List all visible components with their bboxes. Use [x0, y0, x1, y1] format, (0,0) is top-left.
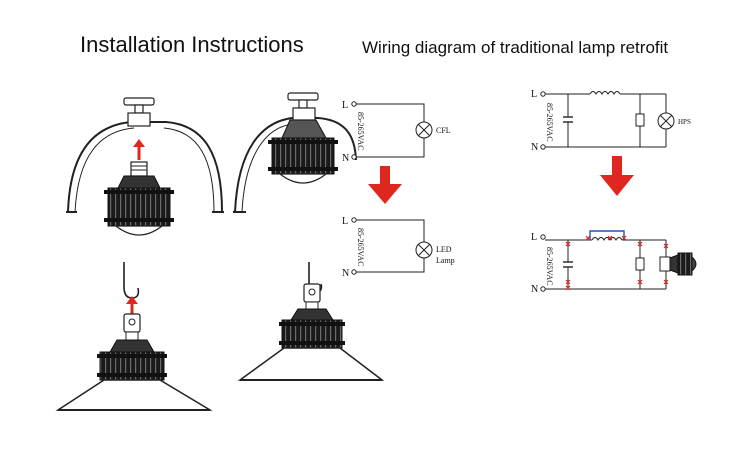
led-bulb-icon	[659, 252, 697, 276]
circuit-led: L N LED Lamp 85-265VAC	[342, 216, 455, 279]
voltage-label: 85-265VAC	[545, 103, 554, 142]
terminal-label-n: N	[531, 142, 538, 153]
terminal-label-l: L	[531, 232, 537, 243]
lamp-icon	[415, 121, 433, 139]
bypass-wire	[589, 230, 625, 240]
arrow-down-icon	[368, 166, 402, 204]
terminal-label-n: N	[531, 284, 538, 295]
lamp-socket	[123, 97, 155, 127]
lamp-label-hps: HPS	[678, 118, 691, 126]
circuit-hps: L N HPS 85-265VAC	[531, 89, 691, 153]
lamp-icon	[657, 112, 675, 130]
install-step-reflector-socket	[66, 97, 224, 236]
circuit-retrofit: L N	[531, 230, 697, 295]
arrow-up-icon	[133, 139, 145, 160]
voltage-label: 85-265VAC	[545, 247, 554, 286]
terminal-label-l: L	[342, 100, 348, 111]
lamp-icon	[415, 241, 433, 259]
inductor-icon	[589, 91, 621, 95]
cut-marks	[565, 235, 669, 291]
voltage-label: 85-265VAC	[356, 112, 365, 151]
terminal-label-l: L	[531, 89, 537, 100]
voltage-label: 85-265VAC	[356, 228, 365, 267]
lamp-label-led-2: Lamp	[436, 256, 455, 265]
arrow-down-icon	[600, 156, 634, 196]
wiring-title: Wiring diagram of traditional lamp retro…	[362, 38, 669, 57]
installation-title: Installation Instructions	[80, 32, 304, 57]
terminal-label-l: L	[342, 216, 348, 227]
starter-icon	[635, 257, 645, 271]
circuit-cfl: L N CFL 85-265VAC	[342, 100, 451, 164]
lamp-label-led: LED	[436, 245, 452, 254]
inductor-icon	[591, 237, 623, 241]
install-step-reflector-installed	[233, 92, 357, 213]
terminal-label-n: N	[342, 153, 349, 164]
starter-icon	[635, 113, 645, 127]
arrow-up-icon	[126, 296, 138, 314]
led-bulb-icon	[104, 161, 174, 236]
terminal-label-n: N	[342, 268, 349, 279]
install-step-hook-mount	[55, 262, 213, 411]
install-step-hook-installed	[237, 262, 385, 381]
lamp-label-cfl: CFL	[436, 126, 451, 135]
